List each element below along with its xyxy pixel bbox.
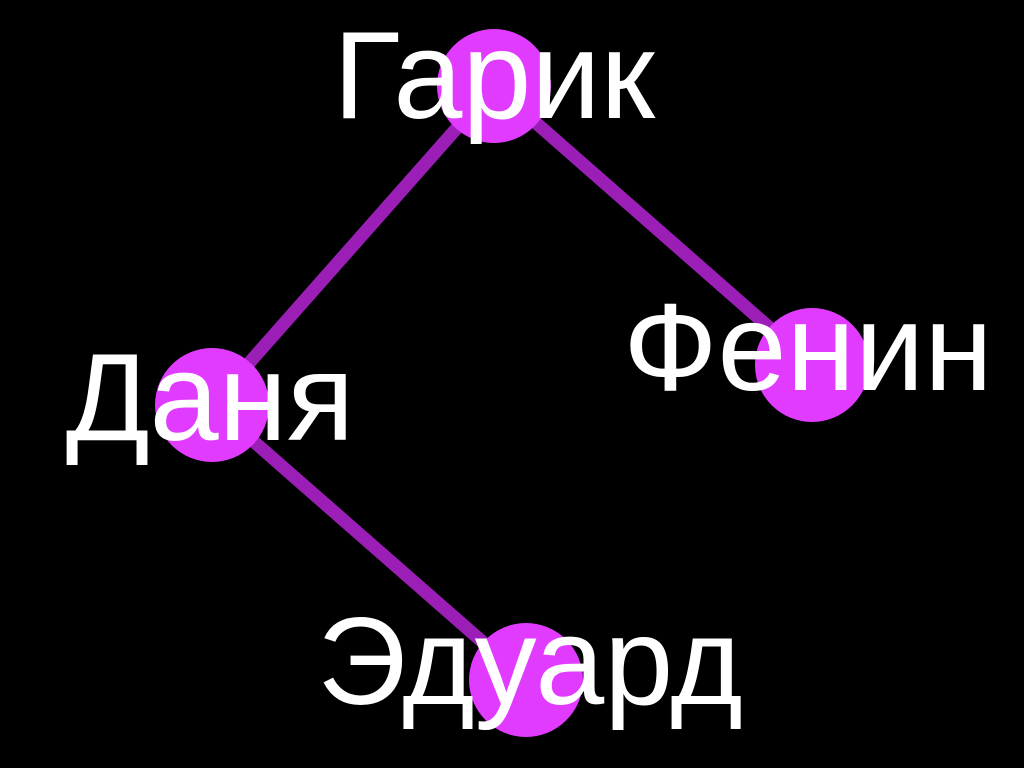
- edge-garik-danya: [207, 81, 499, 410]
- edge-danya-eduard: [207, 400, 531, 685]
- edges-layer: [207, 81, 817, 685]
- node-label-fenin: Фенин: [623, 279, 992, 417]
- edge-garik-fenin: [489, 81, 817, 370]
- nodes-layer: [155, 29, 869, 737]
- node-label-danya: Даня: [66, 329, 355, 467]
- node-garik: [437, 29, 551, 143]
- node-fenin: [755, 308, 869, 422]
- node-label-eduard: Эдуард: [317, 593, 742, 731]
- node-eduard: [469, 623, 583, 737]
- node-danya: [155, 348, 269, 462]
- node-label-garik: Гарик: [333, 7, 655, 145]
